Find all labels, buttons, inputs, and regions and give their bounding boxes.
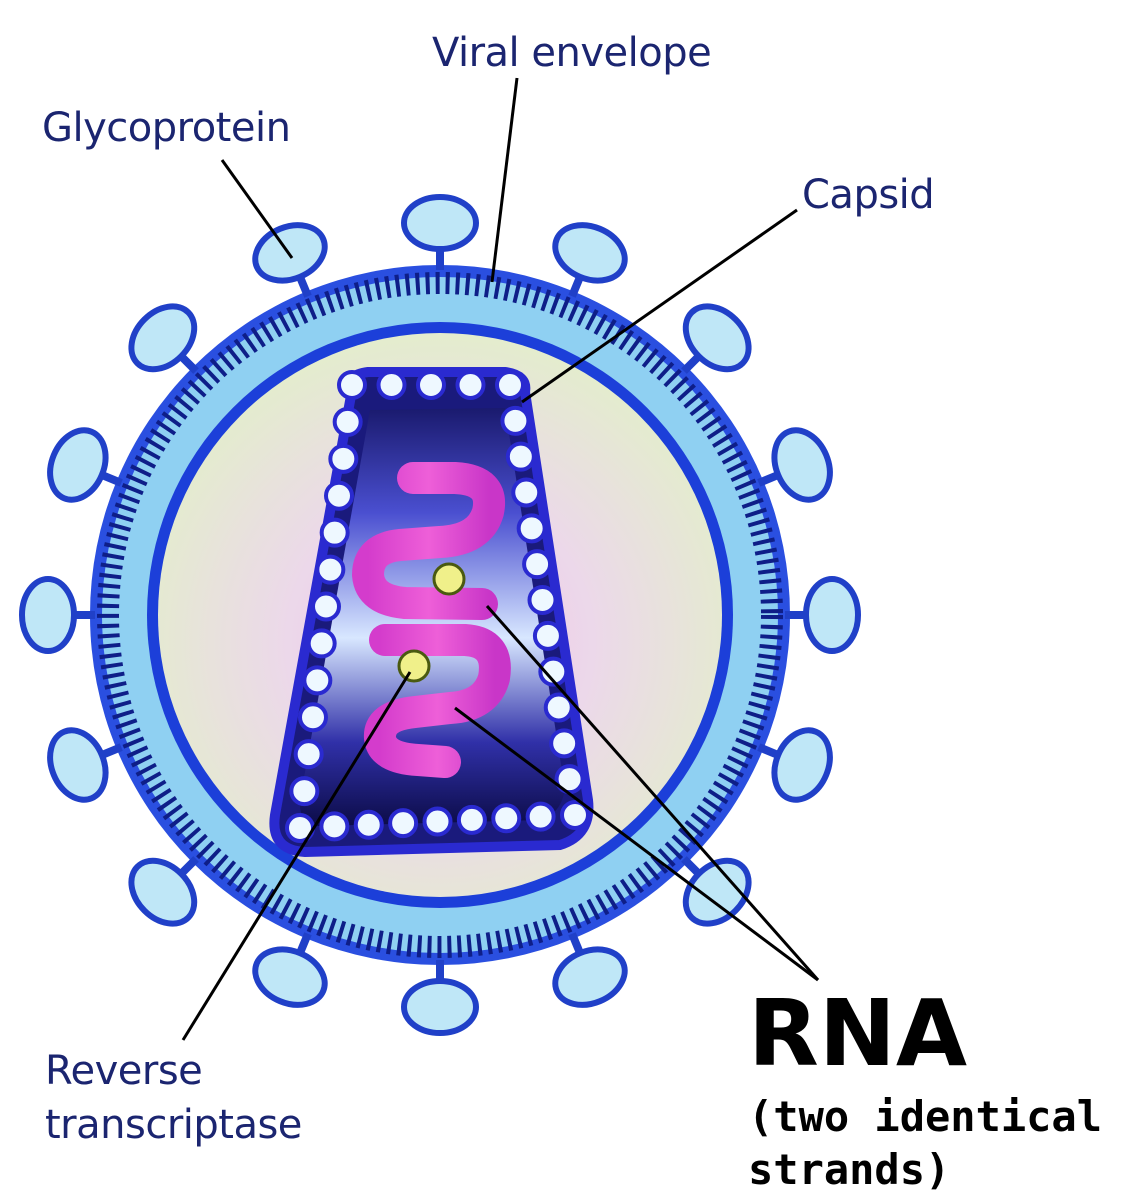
capsid-bead — [306, 628, 337, 659]
capsid-bead — [353, 809, 384, 840]
capsid-bead — [302, 665, 333, 696]
rna-strands — [352, 462, 511, 778]
capsid-bead — [560, 800, 590, 830]
capsid-bead — [495, 370, 525, 400]
label-rna-note-line1: (two identical — [748, 1092, 1103, 1141]
capsid-bead — [525, 801, 556, 832]
label-capsid: Capsid — [802, 172, 935, 218]
label-glycoprotein: Glycoprotein — [42, 105, 291, 151]
capsid-bead — [543, 692, 574, 723]
capsid-bead — [416, 370, 446, 400]
glycoprotein-spike — [47, 427, 123, 503]
capsid-bead — [324, 480, 354, 511]
glycoprotein-spike — [401, 194, 479, 270]
enzyme-dot-upper — [432, 562, 466, 596]
glycoprotein-spike — [552, 222, 628, 298]
leader-rna-lower — [454, 706, 819, 982]
glycoprotein-spike — [681, 856, 752, 927]
capsid-bead — [532, 620, 563, 651]
capsid-bead — [549, 728, 580, 759]
capsid-bead — [422, 806, 453, 837]
glycoprotein-spike — [401, 960, 479, 1036]
glycoprotein-spike — [47, 727, 123, 803]
capsid-bead — [376, 370, 407, 400]
capsid-bead — [511, 477, 542, 508]
leader-rna-upper — [485, 605, 820, 981]
label-reverse-transcriptase-line1: Reverse — [45, 1048, 203, 1094]
capsid-bead — [293, 739, 324, 770]
enzyme-dot-lower — [397, 649, 431, 683]
leader-lines — [181, 77, 820, 1041]
leader-viral-envelope — [490, 77, 519, 283]
capsid-bead — [298, 702, 328, 733]
capsid-bead — [500, 405, 531, 436]
capsid-bead — [527, 585, 558, 615]
capsid-bead — [332, 406, 363, 437]
glycoprotein-spike — [552, 932, 628, 1008]
capsid-bead — [505, 441, 536, 472]
capsid-bead — [289, 776, 320, 807]
capsid-bead — [315, 554, 346, 585]
capsid-bead — [516, 513, 547, 544]
leader-capsid — [521, 208, 798, 404]
capsid-bead — [337, 370, 367, 400]
glycoprotein-spike — [757, 727, 833, 803]
capsid-bead — [538, 656, 569, 687]
leader-reverse-transcriptase — [181, 671, 412, 1041]
capsid-bead — [319, 811, 350, 842]
label-rna-note-line2: strands) — [748, 1145, 951, 1194]
label-viral-envelope: Viral envelope — [432, 30, 712, 76]
capsid-bead — [491, 803, 522, 834]
capsid-bead — [319, 517, 350, 548]
rna-strand-upper — [352, 462, 505, 620]
capsid-bead — [311, 591, 341, 622]
capsid-bead-ring — [285, 370, 590, 843]
glycoprotein-spike — [681, 303, 752, 374]
glycoprotein-spike — [128, 303, 199, 374]
label-rna: RNA — [748, 980, 968, 1087]
label-reverse-transcriptase-line2: transcriptase — [45, 1102, 302, 1148]
capsid-bead — [522, 549, 553, 580]
leader-glycoprotein — [220, 159, 294, 259]
glycoprotein-spike — [19, 576, 95, 654]
glycoprotein-ring — [19, 194, 861, 1036]
rna-strand-lower — [363, 624, 511, 778]
capsid-bead — [456, 804, 487, 835]
glycoprotein-spike — [252, 932, 328, 1008]
glycoprotein-spike — [757, 427, 833, 503]
capsid-bead — [328, 443, 359, 474]
capsid-bead — [388, 808, 419, 839]
reverse-transcriptase-dots — [397, 562, 466, 683]
capsid-bead — [455, 370, 486, 400]
glycoprotein-spike — [128, 856, 199, 927]
glycoprotein-spike — [785, 576, 861, 654]
